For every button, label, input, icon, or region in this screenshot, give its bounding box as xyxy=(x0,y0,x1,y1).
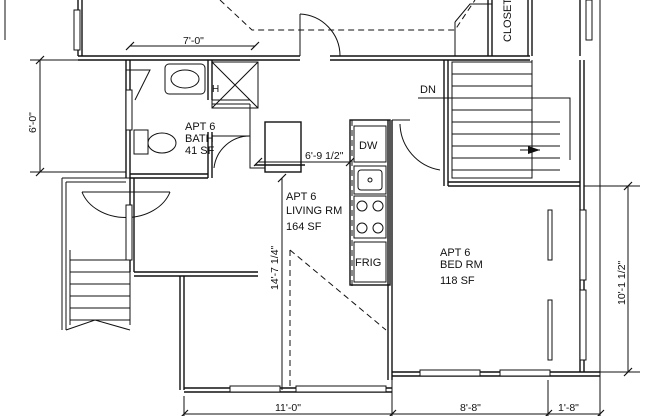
bed-line1: APT 6 xyxy=(440,247,470,259)
dim-bottom-right: 1'-8" xyxy=(558,402,579,414)
kitchen-counter xyxy=(349,119,391,286)
room-label-bath: APT 6 BATH 41 SF xyxy=(185,121,215,157)
bed-line2: BED RM xyxy=(440,259,483,271)
dim-bottom-mid: 8'-8" xyxy=(460,402,481,414)
dashed-lines xyxy=(219,0,476,386)
stairs-down-label: DN xyxy=(420,84,436,96)
bath-line2: BATH xyxy=(185,133,214,145)
walls xyxy=(77,0,600,393)
room-label-living: APT 6 LIVING RM 164 SF xyxy=(286,191,342,233)
dim-bath-height: 6'-0" xyxy=(27,112,39,133)
bath-fixtures: H xyxy=(133,61,259,155)
dimension-lines xyxy=(4,0,640,416)
closet-label: CLOSET xyxy=(502,0,514,42)
dishwasher-label: DW xyxy=(359,140,378,152)
dim-bath-width: 7'-0" xyxy=(183,35,204,47)
stairs xyxy=(61,60,571,331)
bed-area: 118 SF xyxy=(440,275,475,287)
dim-living-height: 14'-7 1/4" xyxy=(269,245,281,290)
svg-text:H: H xyxy=(212,84,219,95)
living-line2: LIVING RM xyxy=(286,205,342,217)
living-area: 164 SF xyxy=(286,221,322,233)
living-line1: APT 6 xyxy=(286,191,316,203)
bath-line1: APT 6 xyxy=(185,121,215,133)
room-label-bed: APT 6 BED RM 118 SF xyxy=(440,247,483,287)
dim-bottom-left: 11'-0" xyxy=(275,402,301,414)
dim-bed-height: 10'-1 1/2" xyxy=(616,260,628,305)
dim-kitchen-offset: 6'-9 1/2" xyxy=(305,150,344,162)
windows xyxy=(73,0,593,393)
fridge-label: FRIG xyxy=(355,257,381,269)
bath-area: 41 SF xyxy=(185,145,215,157)
